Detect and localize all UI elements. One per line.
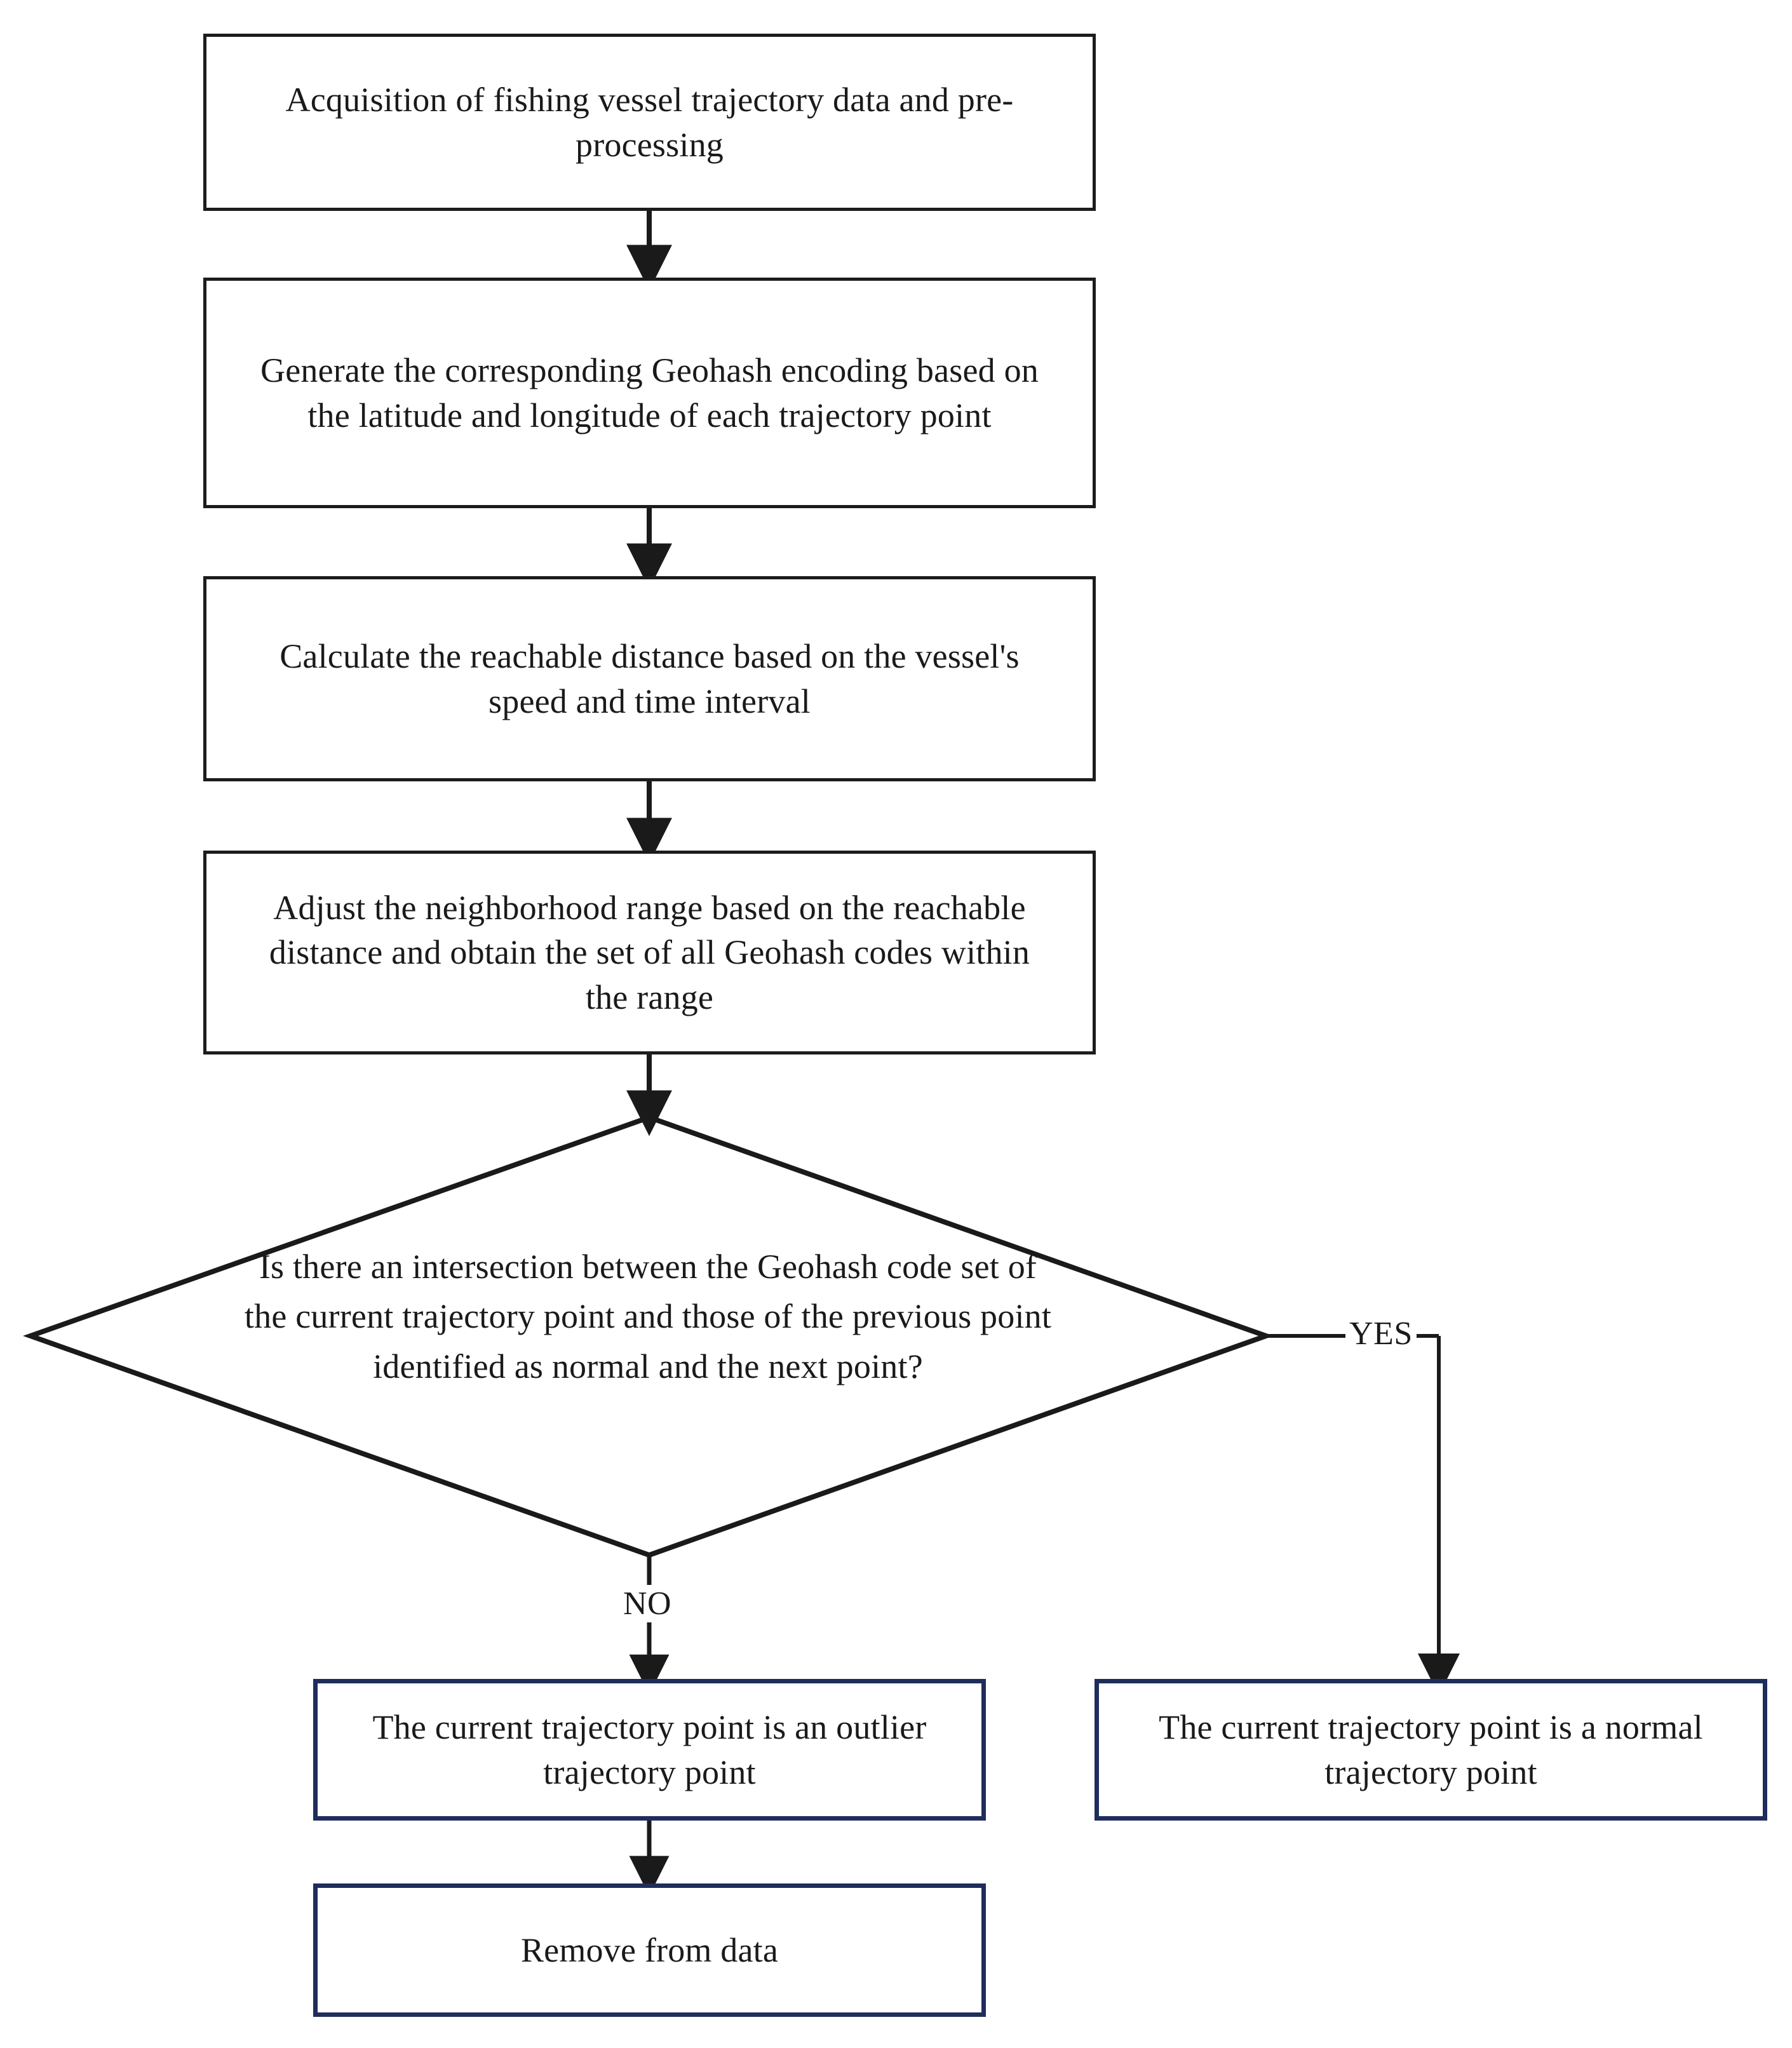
edge-label-yes: YES <box>1345 1315 1417 1352</box>
node-outlier-trajectory-point[interactable]: The current trajectory point is an outli… <box>313 1679 986 1821</box>
node-step3-label: Calculate the reachable distance based o… <box>280 637 1020 720</box>
node-step4-adjust-neighborhood[interactable]: Adjust the neighborhood range based on t… <box>203 851 1096 1054</box>
node-normal-label: The current trajectory point is a normal… <box>1159 1708 1703 1791</box>
node-remove-from-data[interactable]: Remove from data <box>313 1883 986 2017</box>
edge-label-no: NO <box>619 1585 676 1622</box>
node-normal-trajectory-point[interactable]: The current trajectory point is a normal… <box>1095 1679 1767 1821</box>
node-step3-reachable-distance[interactable]: Calculate the reachable distance based o… <box>203 576 1096 781</box>
node-step2-geohash-encoding[interactable]: Generate the corresponding Geohash encod… <box>203 278 1096 508</box>
node-decision-intersection[interactable]: Is there an intersection between the Geo… <box>235 1242 1061 1391</box>
node-step1-acquisition[interactable]: Acquisition of fishing vessel trajectory… <box>203 34 1096 211</box>
node-step4-label: Adjust the neighborhood range based on t… <box>269 889 1030 1016</box>
node-step1-label: Acquisition of fishing vessel trajectory… <box>285 81 1014 164</box>
node-step2-label: Generate the corresponding Geohash encod… <box>260 351 1039 435</box>
node-remove-label: Remove from data <box>520 1930 779 1969</box>
node-outlier-label: The current trajectory point is an outli… <box>372 1708 927 1791</box>
node-decision-label: Is there an intersection between the Geo… <box>244 1248 1052 1385</box>
